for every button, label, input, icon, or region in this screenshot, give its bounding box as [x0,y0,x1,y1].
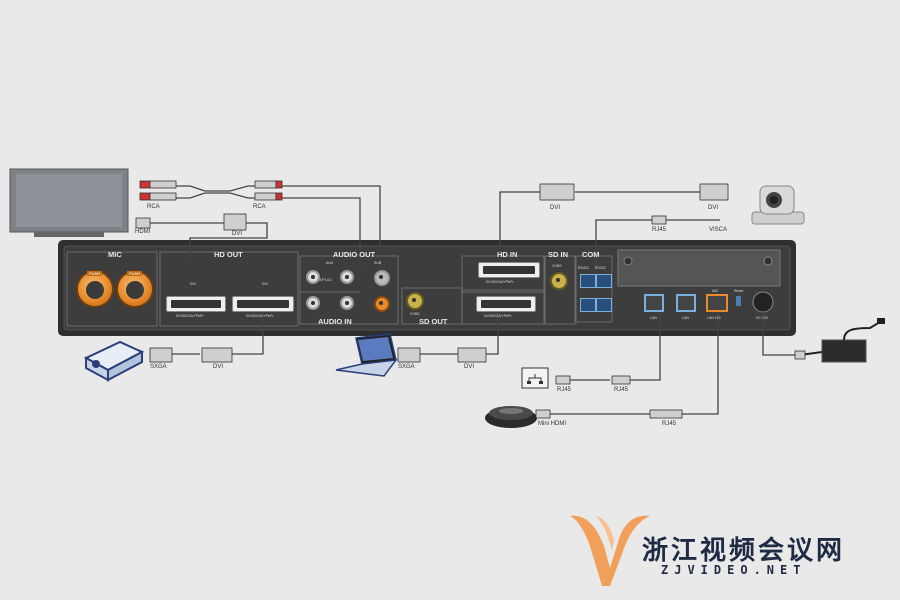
rj45-net-label-2: RJ45 [614,387,629,393]
cable-plugs [135,180,806,419]
mic-port-label: MIC [712,289,719,293]
rj45-cam-label: RJ45 [652,227,667,233]
lan-1-port[interactable] [644,294,664,312]
push-label: PUSH [87,271,103,276]
sd-in-frame [544,255,576,325]
sd-out-dvi-port[interactable] [476,296,536,312]
lan-2-port[interactable] [676,294,696,312]
com-frame [575,255,613,323]
aux-label: AUX [326,261,334,265]
mic-pod-icon [485,406,537,428]
rca-label-2: RCA [253,204,266,210]
rca-label-1: RCA [147,204,160,210]
section-hd-out: HD OUT [214,250,243,259]
laptop-icon [335,333,398,377]
section-audio-out: AUDIO OUT [333,250,376,259]
section-sd-in: SD IN [548,250,569,259]
hd-in-sub-label: DVI/SXGA/YPbPr [486,280,514,284]
sub-label: SUB [374,261,382,265]
audio-in-r-jack[interactable] [340,296,354,310]
mini-hdmi-label: Mini HDMI [538,421,566,427]
dvi-1-label: DVI [190,282,196,286]
sd-in-cvbs-jack[interactable] [550,272,568,290]
dvi-sub-1-label: DVI/SXGA/YPbPr [176,314,204,318]
watermark-cn: 浙江视频会议网 [642,536,846,566]
dvi-2-label: DVI [262,282,268,286]
watermark-en: ZJVIDEO.NET [661,563,807,577]
network-icon [521,367,549,389]
audio-frame [299,255,399,325]
push-label: PUSH [127,271,143,276]
rs232-label: RS232 [595,266,606,270]
mic-lan-port[interactable] [706,294,728,312]
com-rs422-1-port[interactable] [580,274,596,288]
lr-pair-label: L/R/PLUG [316,278,332,282]
lan-100-label: LAN 100 [707,316,721,320]
section-audio-in: AUDIO IN [318,317,352,326]
hd-out-dvi-1-port[interactable] [166,296,226,312]
dvi-cam-label-2: DVI [708,205,719,211]
lan-2-label: LAN [682,316,689,320]
projector-icon [83,340,145,382]
cvbs-in-label: CVBS [552,264,562,268]
com-rs232-2-port[interactable] [596,298,612,312]
sxga-proj-label: SXGA [150,364,167,370]
com-rs422-2-port[interactable] [580,298,596,312]
hd-out-dvi-2-port[interactable] [232,296,294,312]
dvi-tv-label: DVI [232,231,243,237]
visca-label: VISCA [709,227,728,233]
power-jack [752,291,774,313]
lan-1-label: LAN [650,316,657,320]
dvi-sub-2-label: DVI/SXGA/YPbPr [246,314,274,318]
section-sd-out: SD OUT [419,317,448,326]
sxga-laptop-label: SXGA [398,364,415,370]
xlr-mic-2-port[interactable]: PUSH [116,270,154,308]
rj45-mic-label: RJ45 [662,421,677,427]
tv-monitor-icon [9,168,129,237]
mic-frame [66,251,158,327]
rj45-net-label-1: RJ45 [557,387,572,393]
sd-out-cvbs-jack[interactable] [406,292,424,310]
section-mic: MIC [108,250,122,259]
audio-in-l-jack[interactable] [306,296,320,310]
ptz-camera-icon [751,185,805,225]
com-rs232-1-port[interactable] [596,274,612,288]
dvi-proj-label: DVI [213,364,224,370]
sd-out-sub-label: DVI/SXGA/YPbPr [484,314,512,318]
dvi-cam-label-1: DVI [550,205,561,211]
cables [150,185,795,415]
audio-in-sub-jack[interactable] [374,296,390,312]
hd-out-frame [159,251,299,327]
section-hd-in: HD IN [497,250,518,259]
section-com: COM [582,250,600,259]
power-label: DC 12V [756,316,769,320]
reset-switch[interactable] [736,296,741,306]
rs422-label: RS422 [578,266,589,270]
xlr-mic-1-port[interactable]: PUSH [76,270,114,308]
reset-label: Reset [734,289,744,293]
audio-out-sub-jack[interactable] [374,270,390,286]
cvbs-out-label: CVBS [410,312,420,316]
power-adapter-icon [799,318,885,363]
zjvideo-logo-mark [570,515,650,586]
hd-in-frame [461,255,545,293]
hd-in-dvi-port[interactable] [478,262,540,278]
audio-out-l-jack[interactable] [306,270,320,284]
audio-out-r-jack[interactable] [340,270,354,284]
dvi-laptop-label: DVI [464,364,475,370]
hdmi-label: HDMI [135,229,151,235]
blank-plate [617,249,781,287]
